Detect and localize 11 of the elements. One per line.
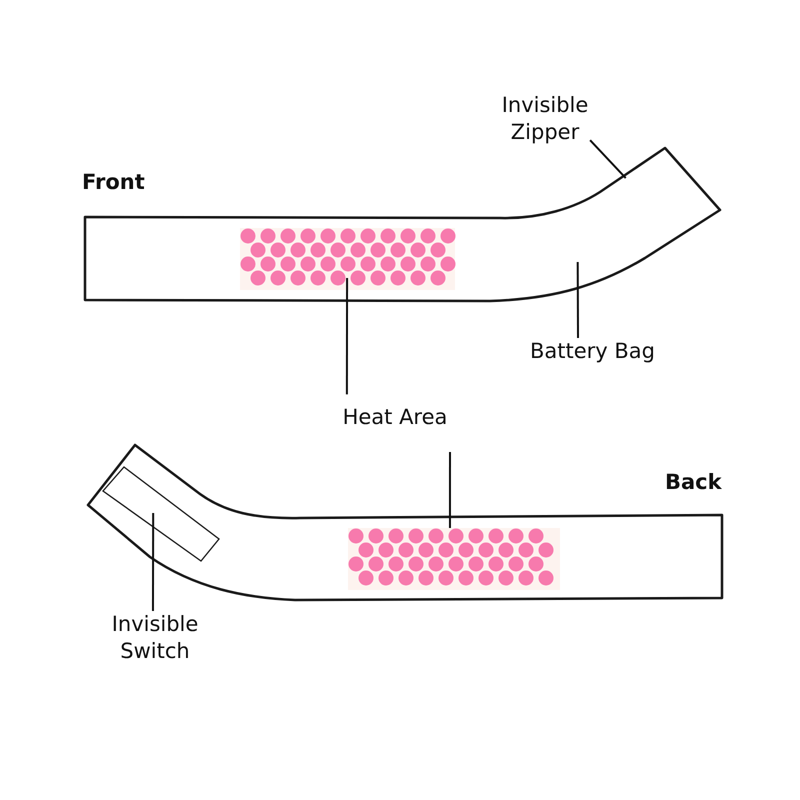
- callout-label: Heat Area: [330, 404, 460, 436]
- leader-line: [346, 278, 348, 394]
- callout-label: Invisible Zipper: [490, 92, 600, 150]
- leader-line: [152, 513, 154, 611]
- view-heading: Front: [82, 170, 145, 194]
- leader-line: [589, 139, 626, 179]
- callout-label: Invisible Switch: [95, 611, 215, 669]
- view-heading: Back: [665, 470, 722, 494]
- leader-line: [448, 452, 451, 528]
- leader-line: [576, 262, 579, 338]
- callout-label: Battery Bag: [520, 338, 665, 370]
